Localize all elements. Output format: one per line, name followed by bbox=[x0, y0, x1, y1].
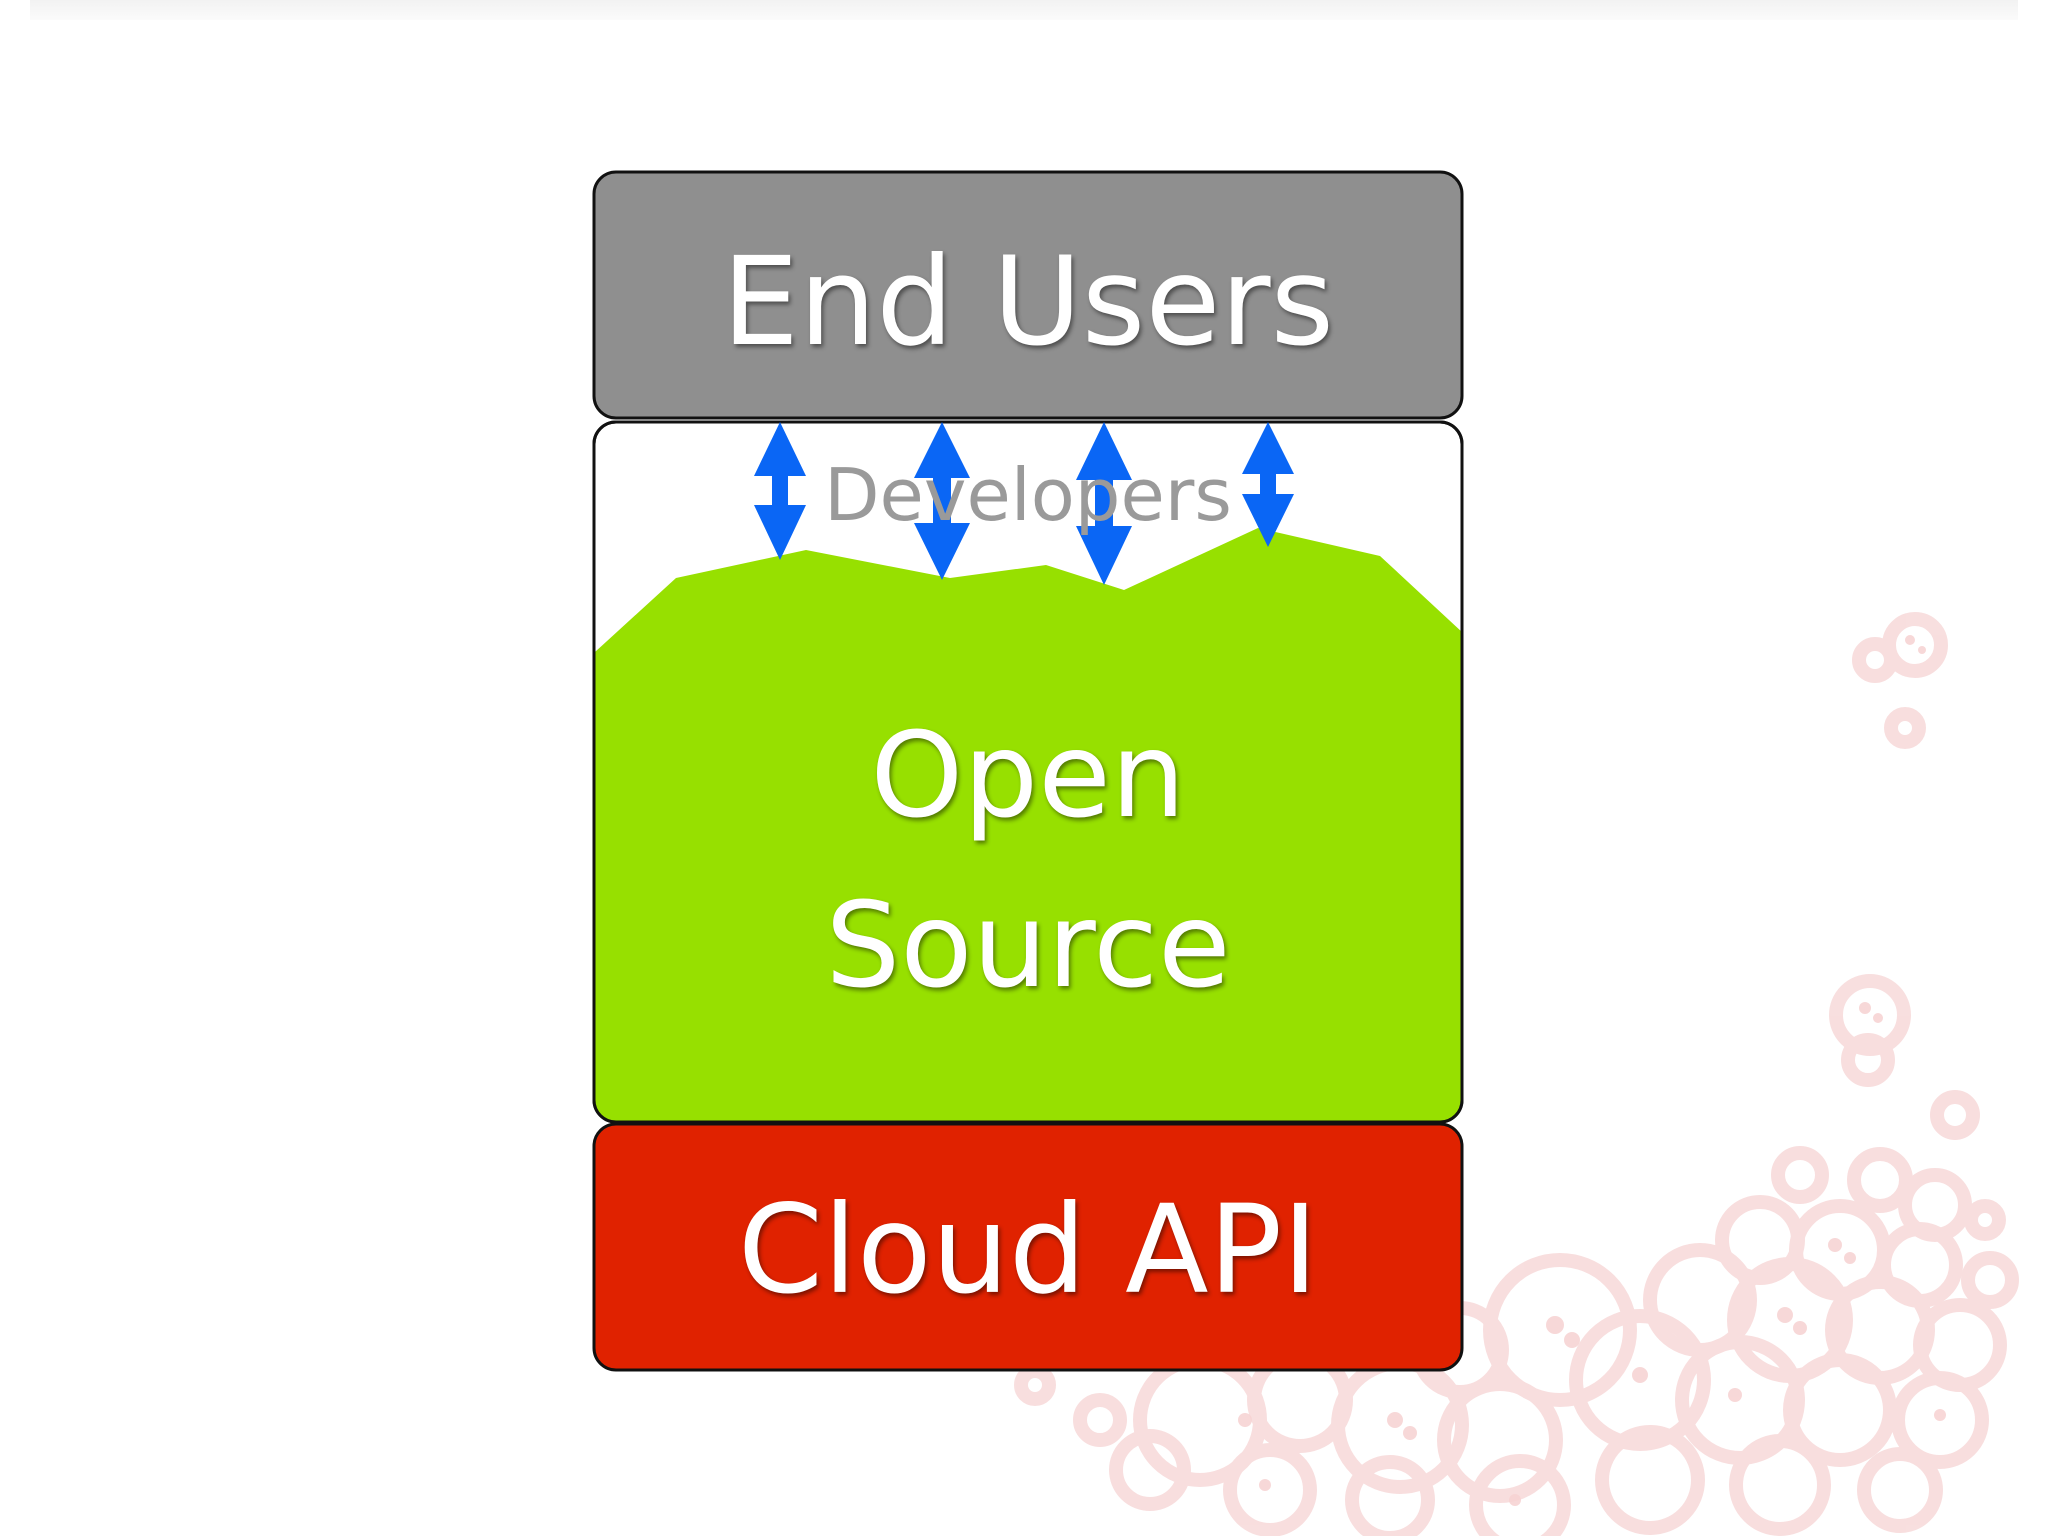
open-source-label: Open Source bbox=[594, 690, 1462, 1030]
developers-label: Developers bbox=[824, 453, 1232, 537]
end-users-label: End Users bbox=[721, 231, 1335, 373]
open-source-line-1: Open bbox=[870, 706, 1186, 844]
end-users-block bbox=[592, 170, 1464, 420]
cloud-api-block bbox=[592, 1122, 1464, 1372]
double-arrow-icon bbox=[1076, 422, 1132, 585]
arrows-group bbox=[754, 422, 1294, 585]
open-source-area bbox=[595, 528, 1461, 1121]
double-arrow-icon bbox=[754, 422, 806, 560]
cloud-api-label: Cloud API bbox=[737, 1179, 1319, 1321]
open-source-line-2: Source bbox=[825, 876, 1231, 1014]
double-arrow-icon bbox=[1242, 422, 1294, 547]
top-strip bbox=[30, 0, 2018, 20]
double-arrow-icon bbox=[914, 422, 970, 580]
open-source-block bbox=[592, 420, 1464, 1124]
